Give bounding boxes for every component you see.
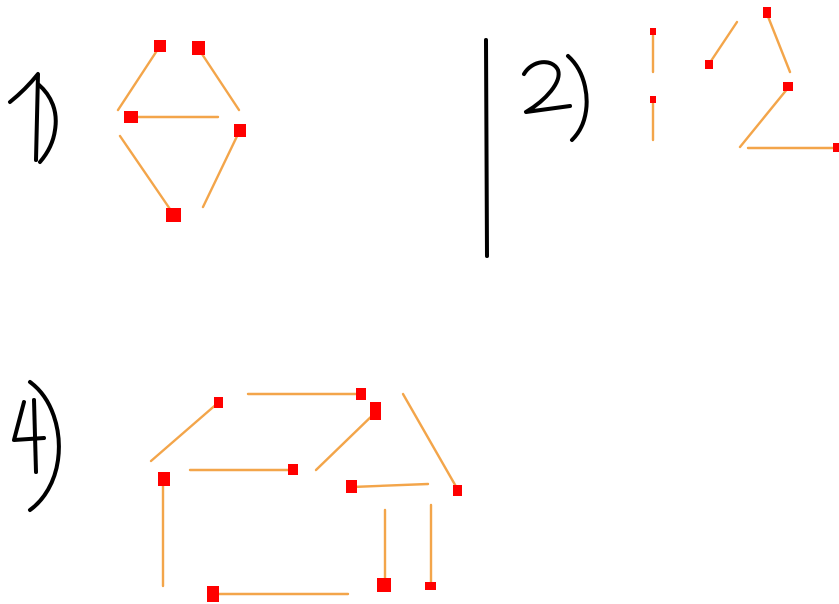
match-head bbox=[356, 388, 366, 400]
matchstick bbox=[124, 111, 220, 123]
match-head bbox=[214, 397, 223, 408]
label-paren bbox=[28, 380, 61, 512]
match-head bbox=[346, 480, 357, 493]
matchstick bbox=[377, 508, 391, 592]
label-digit-1 bbox=[8, 72, 40, 162]
matchstick bbox=[425, 503, 436, 590]
puzzle-4-label bbox=[12, 380, 61, 512]
matchstick bbox=[705, 20, 739, 69]
label-digit-4-stroke-b bbox=[32, 398, 38, 474]
label-digit-4-stroke-a bbox=[12, 400, 46, 442]
match-head bbox=[650, 96, 656, 103]
matchstick bbox=[746, 143, 839, 152]
match-head bbox=[124, 111, 138, 123]
puzzle-4 bbox=[12, 380, 462, 602]
matchstick bbox=[246, 388, 366, 400]
matchstick bbox=[346, 480, 430, 493]
match-head bbox=[234, 124, 246, 137]
puzzle-1-label bbox=[8, 72, 58, 164]
puzzle-4-matches bbox=[149, 388, 462, 602]
matchstick bbox=[650, 28, 656, 74]
match-head bbox=[705, 60, 713, 69]
match-head bbox=[288, 464, 298, 475]
matchstick bbox=[192, 41, 241, 112]
match-head bbox=[370, 402, 381, 420]
match-head bbox=[833, 143, 839, 152]
matchstick bbox=[738, 82, 793, 149]
matchstick bbox=[207, 586, 350, 602]
label-digit-2 bbox=[522, 60, 572, 114]
match-head bbox=[166, 208, 181, 222]
label-paren bbox=[566, 54, 589, 142]
puzzle-2 bbox=[522, 7, 839, 152]
match-head bbox=[154, 40, 166, 52]
match-head bbox=[158, 472, 170, 486]
matchstick bbox=[314, 402, 381, 472]
puzzle-1 bbox=[8, 40, 246, 222]
match-head bbox=[783, 82, 793, 91]
match-head bbox=[650, 28, 656, 35]
match-head bbox=[377, 578, 391, 592]
matchstick bbox=[158, 472, 170, 588]
matchstick bbox=[149, 397, 223, 463]
matchstick bbox=[763, 7, 792, 74]
puzzle-1-matches bbox=[116, 40, 246, 222]
matchstick bbox=[401, 392, 462, 496]
puzzle-2-matches bbox=[650, 7, 839, 152]
matchstick bbox=[650, 96, 656, 142]
divider-line bbox=[484, 38, 489, 258]
label-paren bbox=[36, 82, 58, 164]
match-head bbox=[425, 582, 436, 590]
matchstick bbox=[118, 134, 181, 222]
match-head bbox=[453, 485, 462, 496]
match-head bbox=[763, 7, 771, 18]
matchstick bbox=[188, 464, 298, 475]
matchstick bbox=[201, 124, 246, 209]
puzzle-2-label bbox=[522, 54, 589, 142]
matchstick bbox=[116, 40, 166, 112]
match-head bbox=[207, 586, 219, 602]
match-head bbox=[192, 41, 205, 55]
